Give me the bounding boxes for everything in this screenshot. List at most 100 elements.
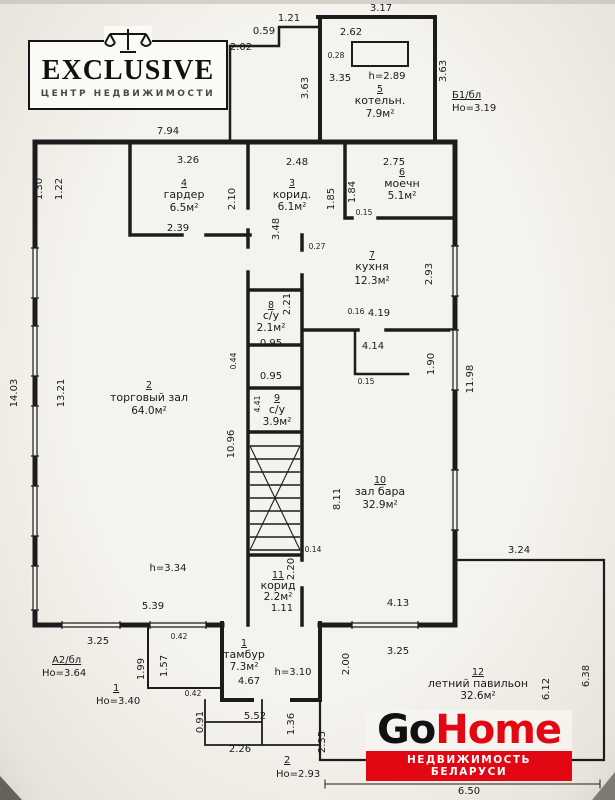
dim-label: 1.11 bbox=[271, 603, 293, 614]
dim-label: 2.93 bbox=[424, 263, 435, 285]
dim-label: 2.26 bbox=[229, 744, 251, 755]
dim-label: 1.90 bbox=[426, 353, 437, 375]
dim-label: 2.02 bbox=[230, 42, 252, 53]
block-label: Б1/бл bbox=[452, 90, 481, 101]
room-area: 6.1м² bbox=[278, 201, 307, 213]
room-area: 12.3м² bbox=[354, 275, 390, 287]
boiler-room-wall bbox=[316, 15, 437, 142]
room-name: гардер bbox=[164, 188, 205, 201]
gohome-logo: GoHome НЕДВИЖИМОСТЬ БЕЛАРУСИ bbox=[366, 710, 572, 781]
window bbox=[30, 247, 40, 299]
window bbox=[30, 485, 40, 537]
window bbox=[61, 620, 121, 630]
dimension-line bbox=[324, 779, 601, 789]
dim-label: 1.21 bbox=[278, 13, 300, 24]
dim-label: 1.99 bbox=[136, 658, 147, 680]
dim-label: 0.15 bbox=[358, 377, 375, 386]
dim-label: 8.11 bbox=[332, 488, 343, 510]
entrance-steps bbox=[204, 699, 321, 746]
room-area: 2.1м² bbox=[257, 322, 286, 334]
windows-layer bbox=[30, 245, 460, 630]
window bbox=[450, 329, 460, 391]
room-area: 3.9м² bbox=[263, 416, 292, 428]
room-number: 12 bbox=[472, 667, 484, 678]
room-name: котельн. bbox=[355, 94, 406, 107]
dim-label: 0.42 bbox=[185, 689, 202, 698]
dim-label: 2.21 bbox=[282, 293, 293, 315]
room-area: 7.9м² bbox=[366, 108, 395, 120]
dim-label: 1.84 bbox=[347, 181, 358, 203]
gohome-logo-wordmark: GoHome bbox=[366, 710, 572, 750]
room-number: 9 bbox=[274, 393, 280, 404]
room-number: 7 bbox=[369, 250, 375, 261]
dim-label: 3.26 bbox=[177, 155, 199, 166]
interior-walls bbox=[128, 140, 457, 627]
dim-label: 4.14 bbox=[362, 341, 384, 352]
room-number: 11 bbox=[272, 570, 284, 581]
dim-label: 2.20 bbox=[286, 558, 297, 580]
room-height: h=2.89 bbox=[369, 71, 406, 82]
window bbox=[450, 469, 460, 531]
summer-pavilion-outline bbox=[318, 558, 606, 762]
room-number: 2 bbox=[146, 380, 152, 391]
window bbox=[351, 620, 419, 630]
scales-icon bbox=[104, 26, 152, 56]
side-porch bbox=[147, 624, 223, 689]
dim-label: 2.00 bbox=[341, 653, 352, 675]
dim-label: 3.63 bbox=[300, 77, 311, 99]
dim-label: 0.42 bbox=[171, 632, 188, 641]
dim-label: 1.57 bbox=[159, 655, 170, 677]
block-label: А2/бл bbox=[52, 655, 81, 666]
room-area: 32.9м² bbox=[362, 499, 398, 511]
dim-label: 0.27 bbox=[309, 242, 326, 251]
room-height: h=3.34 bbox=[150, 563, 187, 574]
gohome-logo-go: Go bbox=[376, 707, 436, 753]
room-area: 2.2м² bbox=[264, 591, 293, 603]
room-number: 6 bbox=[399, 167, 405, 178]
gohome-logo-home: Home bbox=[435, 707, 562, 753]
dimension-labels: 3.17 1.21 0.59 2.02 2.62 0.28 3.35 3.63 … bbox=[9, 3, 592, 797]
room-name: моечн bbox=[384, 177, 420, 190]
window bbox=[30, 325, 40, 377]
room-name: тамбур bbox=[223, 648, 265, 661]
dim-label: 1.85 bbox=[326, 188, 337, 210]
block-label: 2 bbox=[284, 755, 290, 766]
outer-wall bbox=[32, 139, 458, 628]
room-area: 5.1м² bbox=[388, 190, 417, 202]
dim-label: 4.41 bbox=[253, 395, 262, 412]
boiler-equipment bbox=[351, 41, 409, 67]
dim-label: 14.03 bbox=[9, 379, 20, 408]
dim-label: 0.91 bbox=[195, 711, 206, 733]
room-area: 64.0м² bbox=[131, 405, 167, 417]
block-height: Но=3.19 bbox=[452, 103, 496, 114]
window bbox=[450, 245, 460, 297]
tambour-wall bbox=[220, 621, 322, 702]
room-name: с/у bbox=[263, 309, 280, 322]
dim-label: 3.63 bbox=[438, 60, 449, 82]
dim-label: 7.94 bbox=[157, 126, 179, 137]
dim-label: 5.52 bbox=[244, 711, 266, 722]
dim-label: 6.12 bbox=[541, 678, 552, 700]
dim-label: 1.36 bbox=[286, 713, 297, 735]
dim-label: 0.14 bbox=[305, 545, 322, 554]
dim-label: 0.95 bbox=[260, 338, 282, 349]
room-number: 4 bbox=[181, 178, 187, 189]
exclusive-logo-title: EXCLUSIVE bbox=[41, 55, 215, 86]
dim-label: 2.62 bbox=[340, 27, 362, 38]
kitchen-stub-wall bbox=[353, 330, 410, 376]
dim-label: 4.19 bbox=[368, 308, 390, 319]
room-number: 10 bbox=[374, 475, 386, 486]
dim-label: 3.25 bbox=[87, 636, 109, 647]
window bbox=[30, 405, 40, 457]
dim-label: 0.16 bbox=[348, 307, 365, 316]
room-number: 1 bbox=[241, 638, 247, 649]
dim-label: 0.28 bbox=[328, 51, 345, 60]
dim-label: 10.96 bbox=[226, 430, 237, 459]
dim-label: 3.48 bbox=[271, 218, 282, 240]
room-name: корид bbox=[260, 579, 296, 592]
window bbox=[149, 620, 207, 630]
dim-label: 2.35 bbox=[317, 731, 328, 753]
block-height: Но=3.40 bbox=[96, 696, 140, 707]
room-name: корид. bbox=[273, 188, 312, 201]
